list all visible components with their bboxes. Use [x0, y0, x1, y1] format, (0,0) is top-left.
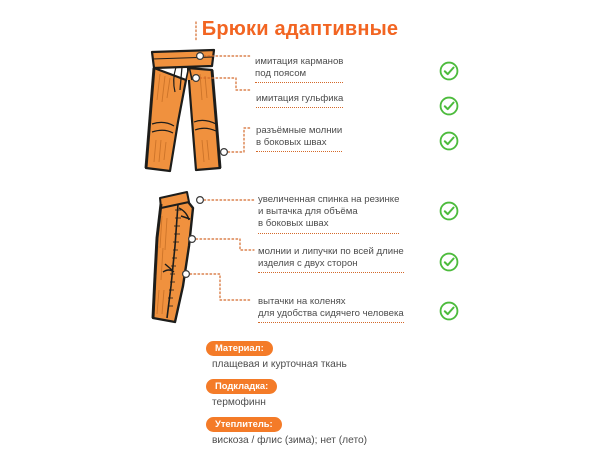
specifications-list: Материал: плащевая и курточная ткань Под… — [206, 338, 536, 452]
feature-underline — [258, 322, 404, 324]
feature-underline — [256, 151, 343, 153]
feature-item: молнии и липучки по всей длине изделия с… — [258, 246, 404, 274]
feature-line: имитация гульфика — [256, 93, 344, 104]
feature-underline — [256, 107, 344, 109]
adaptive-trousers-side-view — [145, 186, 255, 326]
spec-label-badge: Материал: — [206, 340, 273, 356]
check-circle-icon — [438, 200, 460, 222]
feature-item: вытачки на коленях для удобства сидячего… — [258, 296, 404, 324]
spec-label-badge: Утеплитель: — [206, 416, 282, 432]
spec-row: Утеплитель: вискоза / флис (зима); нет (… — [206, 414, 536, 451]
spec-row: Материал: плащевая и курточная ткань — [206, 338, 536, 375]
feature-item: имитация карманов под поясом — [255, 56, 344, 84]
check-circle-icon — [438, 251, 460, 273]
feature-line: под поясом — [255, 68, 307, 80]
feature-item: увеличенная спинка на резинке и вытачка … — [258, 194, 400, 235]
check-circle-icon — [438, 130, 460, 152]
spec-value: вискоза / флис (зима); нет (лето) — [212, 435, 368, 446]
feature-item: разъёмные молнии в боковых швах — [256, 125, 343, 153]
feature-underline — [258, 232, 400, 235]
check-circle-icon — [438, 60, 460, 82]
feature-line: и вытачка для объёма — [258, 206, 358, 218]
feature-item: имитация гульфика — [256, 93, 344, 109]
adaptive-trousers-front-view — [140, 40, 250, 175]
feature-underline — [255, 82, 344, 84]
check-circle-icon — [438, 300, 460, 322]
feature-line: имитация карманов — [255, 56, 344, 67]
feature-line: увеличенная спинка на резинке — [258, 194, 400, 205]
feature-line: для удобства сидячего человека — [258, 308, 404, 320]
spec-row: Подкладка: термофинн — [206, 376, 536, 413]
spec-value: плащевая и курточная ткань — [212, 359, 347, 370]
spec-label-badge: Подкладка: — [206, 378, 278, 394]
feature-line: молнии и липучки по всей длине — [258, 246, 404, 257]
feature-underline — [258, 272, 404, 274]
check-circle-icon — [438, 95, 460, 117]
page-title: Брюки адаптивные — [201, 18, 399, 40]
feature-line: вытачки на коленях — [258, 296, 346, 307]
spec-value: термофинн — [212, 397, 266, 408]
feature-line: в боковых швах — [256, 137, 327, 149]
feature-line: в боковых швах — [258, 218, 329, 230]
feature-line: разъёмные молнии — [256, 125, 343, 136]
feature-line: изделия с двух сторон — [258, 258, 358, 270]
